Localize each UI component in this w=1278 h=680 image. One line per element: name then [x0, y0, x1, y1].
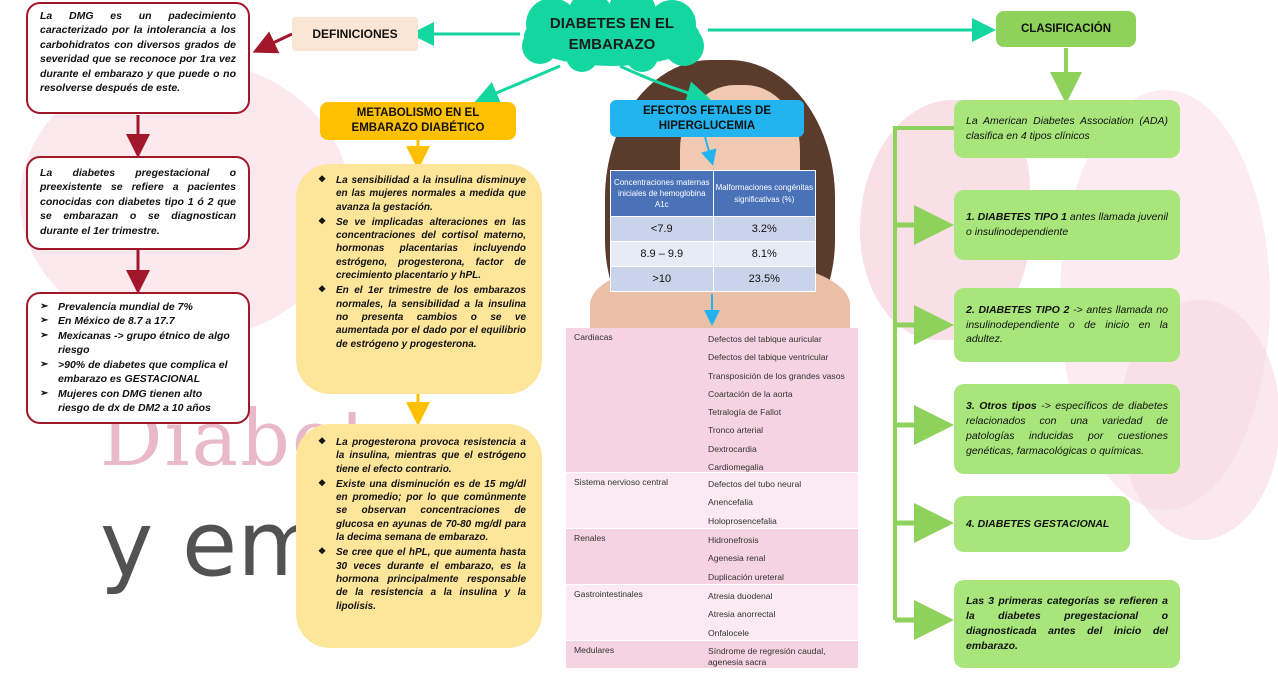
definicion-pregestacional-box: La diabetes pregestacional o preexistent…: [26, 156, 250, 250]
datos-list: Prevalencia mundial de 7% En México de 8…: [40, 300, 236, 416]
definicion-dmg-box: La DMG es un padecimiento caracterizado …: [26, 2, 250, 114]
diabetes-tipo2-box: 2. DIABETES TIPO 2 -> antes llamada no i…: [954, 288, 1180, 362]
datos-epidemiologicos-box: Prevalencia mundial de 7% En México de 8…: [26, 292, 250, 424]
hba1c-table: Concentraciones maternas iniciales de he…: [610, 170, 817, 292]
list-item: Atresia duodenal: [708, 591, 773, 601]
arrow-efectos-table1: [701, 136, 717, 166]
table-cell: 8.1%: [712, 241, 817, 267]
diabetes-gestacional-box: 4. DIABETES GESTACIONAL: [954, 496, 1130, 552]
title-cloud: [522, 0, 704, 72]
list-item: Transposición de los grandes vasos: [708, 370, 845, 381]
table-row: Sistema nervioso central Defectos del tu…: [566, 472, 858, 528]
table-cell: 23.5%: [712, 266, 817, 292]
list-item: La sensibilidad a la insulina disminuye …: [318, 174, 526, 214]
items-cell: Atresia duodenal Atresia anorrectal Onfa…: [704, 585, 858, 640]
table-header-hba1c: Concentraciones maternas iniciales de he…: [610, 170, 714, 217]
list-item: La progesterona provoca resistencia a la…: [318, 436, 526, 476]
list-item: Mujeres con DMG tienen alto riesgo de dx…: [40, 387, 236, 416]
list-item: Duplicación ureteral: [708, 571, 784, 582]
list-item: Dextrocardia: [708, 443, 757, 454]
clasificacion-header: CLASIFICACIÓN: [996, 11, 1136, 47]
tipo1-text: 1. DIABETES TIPO 1 antes llamada juvenil…: [966, 210, 1168, 240]
list-item: Atresia anorrectal: [708, 609, 776, 620]
list-item: Tronco arterial: [708, 425, 764, 436]
arrow-definiciones-box1: [252, 31, 293, 54]
list-item: Se cree que el hPL, que aumenta hasta 30…: [318, 546, 526, 612]
list-item: Anencefalia: [708, 497, 753, 508]
table-row: 8.9 – 9.9 8.1%: [610, 241, 817, 267]
category-cell: Gastrointestinales: [574, 589, 643, 599]
tipo2-description: -> antes llamada no insulinodependiente …: [966, 303, 1168, 346]
category-cell: Cardiacas: [574, 332, 613, 342]
list-item: Defectos del tubo neural: [708, 479, 802, 489]
table-row: >10 23.5%: [610, 266, 817, 292]
table-cell: <7.9: [610, 216, 714, 242]
items-cell: Defectos del tubo neural Anencefalia Hol…: [704, 473, 858, 528]
list-item: En el 1er trimestre de los embarazos nor…: [318, 284, 526, 350]
list-item: Cardiomegalia: [708, 462, 764, 473]
metabolismo-box-1: La sensibilidad a la insulina disminuye …: [296, 164, 542, 394]
list-item: Mexicanas -> grupo étnico de algo riesgo: [40, 329, 236, 358]
category-cell: Medulares: [574, 645, 615, 655]
list-item: Tetralogía de Fallot: [708, 407, 782, 418]
tipo3-text: 3. Otros tipos -> específicos de diabete…: [966, 399, 1168, 459]
list-item: Holoprosencefalia: [708, 515, 777, 526]
arrow-title-efectos: [619, 64, 711, 105]
metabolismo-list-2: La progesterona provoca resistencia a la…: [318, 436, 526, 613]
table-row: <7.9 3.2%: [610, 216, 817, 242]
clasificacion-intro-box: La American Diabetes Association (ADA) c…: [954, 100, 1180, 158]
tipo4-title: 4. DIABETES GESTACIONAL: [966, 517, 1110, 530]
table-cell: 8.9 – 9.9: [610, 241, 714, 267]
metabolismo-box-2: La progesterona provoca resistencia a la…: [296, 424, 542, 648]
table-cell: 3.2%: [712, 216, 817, 242]
list-item: Existe una disminución es de 15 mg/dl en…: [318, 478, 526, 544]
list-item: Onfalocele: [708, 627, 750, 638]
malformaciones-table: Cardiacas Defectos del tabique auricular…: [566, 328, 858, 668]
table-row: Renales Hidronefrosis Agenesia renal Dup…: [566, 528, 858, 584]
table-cell: >10: [610, 266, 714, 292]
list-item: Coartación de la aorta: [708, 388, 793, 399]
list-item: Se ve implicadas alteraciones en las con…: [318, 216, 526, 282]
list-item: En México de 8.7 a 17.7: [40, 314, 236, 328]
tipo1-title: 1. DIABETES TIPO 1: [966, 211, 1067, 224]
otros-tipos-box: 3. Otros tipos -> específicos de diabete…: [954, 384, 1180, 474]
list-item: >90% de diabetes que complica el embaraz…: [40, 358, 236, 387]
list-item: Hidronefrosis: [708, 535, 759, 545]
tipo2-text: 2. DIABETES TIPO 2 -> antes llamada no i…: [966, 303, 1168, 348]
list-item: Agenesia renal: [708, 553, 766, 564]
metabolismo-header: METABOLISMO EN EL EMBARAZO DIABÉTICO: [320, 102, 516, 140]
diabetes-tipo1-box: 1. DIABETES TIPO 1 antes llamada juvenil…: [954, 190, 1180, 260]
definiciones-header: DEFINICIONES: [292, 17, 418, 51]
nota-pregestacional-box: Las 3 primeras categorías se refieren a …: [954, 580, 1180, 668]
table-header-malformaciones: Malformaciones congénitas significativas…: [712, 170, 817, 217]
items-cell: Síndrome de regresión caudal, agenesia s…: [704, 641, 858, 668]
table-row: Cardiacas Defectos del tabique auricular…: [566, 328, 858, 472]
efectos-header: EFECTOS FETALES DE HIPERGLUCEMIA: [610, 100, 804, 137]
arrow-title-metabolismo: [474, 64, 561, 105]
list-item: Prevalencia mundial de 7%: [40, 300, 236, 314]
list-item: Síndrome de regresión caudal, agenesia s…: [708, 646, 826, 667]
items-cell: Defectos del tabique auricular Defectos …: [704, 328, 858, 472]
list-item: Defectos del tabique ventricular: [708, 352, 829, 363]
list-item: Defectos del tabique auricular: [708, 334, 822, 344]
table-row: Gastrointestinales Atresia duodenal Atre…: [566, 584, 858, 640]
tipo2-title: 2. DIABETES TIPO 2: [966, 303, 1070, 316]
green-trunk: [893, 126, 955, 620]
items-cell: Hidronefrosis Agenesia renal Duplicación…: [704, 529, 858, 584]
page-title: DIABETES EN EL EMBARAZO: [549, 15, 675, 53]
tipo3-title: 3. Otros tipos: [966, 400, 1037, 413]
metabolismo-list-1: La sensibilidad a la insulina disminuye …: [318, 174, 526, 351]
category-cell: Sistema nervioso central: [574, 477, 669, 487]
tipo1-description: antes llamada juvenil o insulinodependie…: [966, 211, 1169, 238]
tipo3-description: -> específicos de diabetes relacionados …: [966, 400, 1168, 457]
table-row: Medulares Síndrome de regresión caudal, …: [566, 640, 858, 668]
category-cell: Renales: [574, 533, 606, 543]
